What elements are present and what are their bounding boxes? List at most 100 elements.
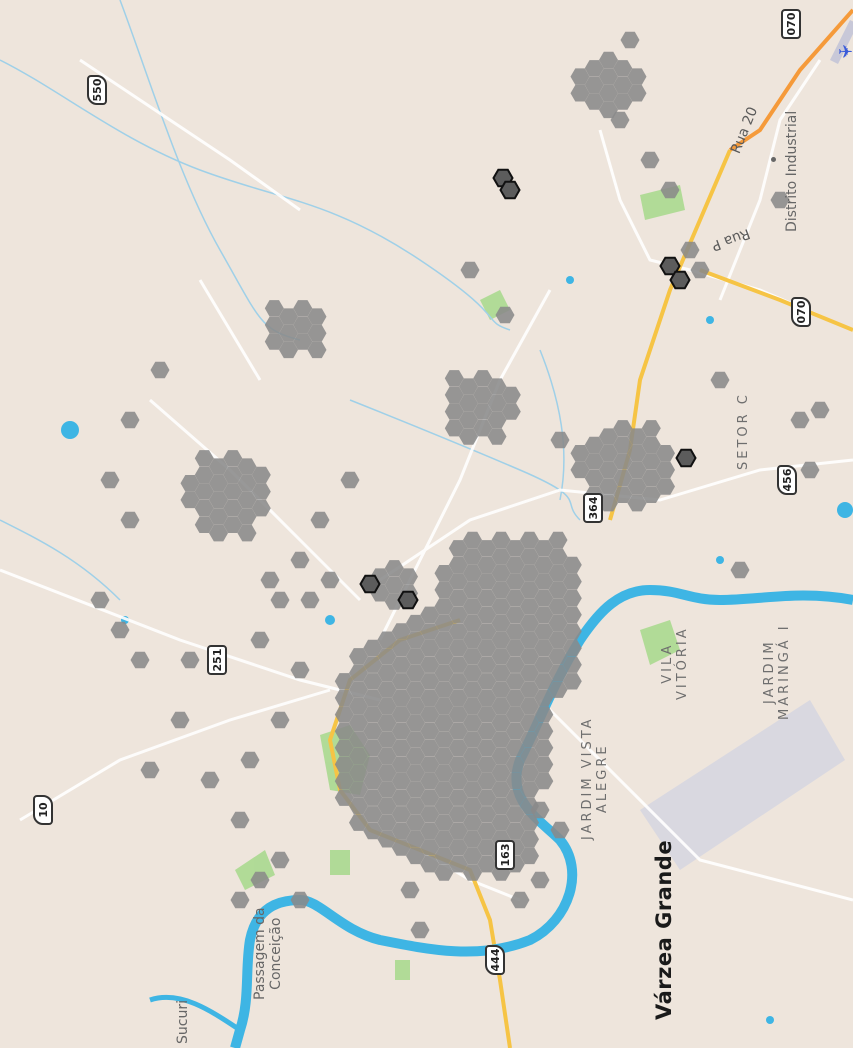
hexbin-cell [477,772,497,790]
hexbin-cell [477,673,497,690]
hexbin-cell [520,714,539,732]
hexbin-cell [487,395,507,412]
hexbin-cell [491,698,511,715]
hexbin-cell [550,821,570,839]
hexbin-cell [293,333,313,350]
hexbin-cell [534,606,554,623]
hexbin-cell [391,739,411,756]
hexbin-cell [495,306,515,324]
hexbin-cell [548,565,568,582]
hexbin-cell [477,689,497,707]
hexbin-layer [90,31,830,939]
hexbin-cell [300,591,320,609]
hexbin-cell [501,403,521,420]
hexbin-cell [237,491,257,509]
hexbin-cell [477,639,497,657]
hexbin-cell [491,598,511,615]
hexbin-cell [641,470,661,487]
hexbin-cell [463,548,482,565]
hexbin-cell [230,811,250,829]
hexbin-cell [599,445,618,462]
hexbin-cell [505,673,525,690]
hexbin-cell [584,453,604,470]
hexbin-cell [377,681,397,698]
hexbin-cell [800,461,820,479]
hexbin-cell [599,461,618,479]
hexbin-cell [200,771,220,789]
hexbin-cell [334,689,354,707]
hexbin-cell [434,714,454,732]
neighborhood-label-jardim-vista-alegre: JARDIM VISTA ALEGRE [580,716,610,840]
hexbin-cell [491,664,511,682]
hexbin-cell [237,524,257,542]
hexbin-cell [613,453,633,470]
hexbin-cell [477,839,497,856]
hexbin-cell [434,648,454,665]
hexbin-cell [279,308,298,325]
shield-label: 163 [498,843,512,867]
hexbin-cell [251,500,271,517]
hexbin-cell [641,436,661,454]
hexbin-cell [505,772,525,790]
airport-icon[interactable]: ✈ [838,42,853,63]
hexbin-cell [463,747,482,765]
hexbin-cell [487,378,507,395]
hexbin-cell [599,428,618,445]
hexbin-cell [627,445,647,462]
hexbin-cell [505,573,525,590]
hexbin-cell [363,639,383,657]
hexbin-cell [448,623,468,640]
neighborhood-label-setor-c: SETOR C [736,392,751,470]
hexbin-cell [264,316,284,334]
hexbin-cell [448,639,468,657]
hexbin-cell [520,664,539,682]
hexbin-cell [130,651,150,669]
hexbin-cell [534,639,554,657]
hexbin-cell [730,561,750,579]
place-dot [771,157,776,162]
hexbin-cell [627,428,647,445]
hexbin-cell [570,85,590,102]
hexbin-cell [473,370,493,387]
place-label-sucuri: Sucuri [175,1000,191,1044]
hexbin-cell [477,856,497,873]
hexbin-cell [460,261,480,279]
hexbin-cell [420,739,440,756]
hexbin-cell [223,466,243,484]
hexbin-cell [613,76,633,94]
shield-label: 251 [210,648,224,672]
hexbin-cell [420,639,440,657]
hexbin-cell [391,789,411,806]
hexbin-cell [463,781,482,798]
hexbin-cell [391,706,411,723]
hexbin-cell [520,614,539,632]
hexbin-cell [434,731,454,748]
hexbin-cell [610,111,630,129]
hexbin-cell [420,673,440,690]
hexbin-cell [548,664,568,682]
hexbin-cell [477,573,497,590]
hexbin-cell [434,698,454,715]
shield-label: 070 [784,12,798,36]
hexbin-cell [110,621,130,639]
hexbin-cell [334,772,354,790]
hexbin-cell [194,450,214,467]
hexbin-cell [223,500,243,517]
hexbin-cell [463,731,482,748]
hexbin-cell [534,723,554,740]
hexbin-cell [377,714,397,732]
hexbin-cell [384,576,404,594]
hexbin-cell [223,450,243,467]
hexbin-cell [505,689,525,707]
hexbin-cell [363,706,383,723]
hexbin-cell [534,673,554,690]
hexbin-cell [310,511,330,529]
hexbin-cell [473,403,493,420]
hexbin-cell [463,714,482,732]
hexbin-cell [334,673,354,690]
hexbin-cell [448,756,468,773]
hexbin-cell [307,341,327,359]
hexbin-cell [120,411,140,429]
